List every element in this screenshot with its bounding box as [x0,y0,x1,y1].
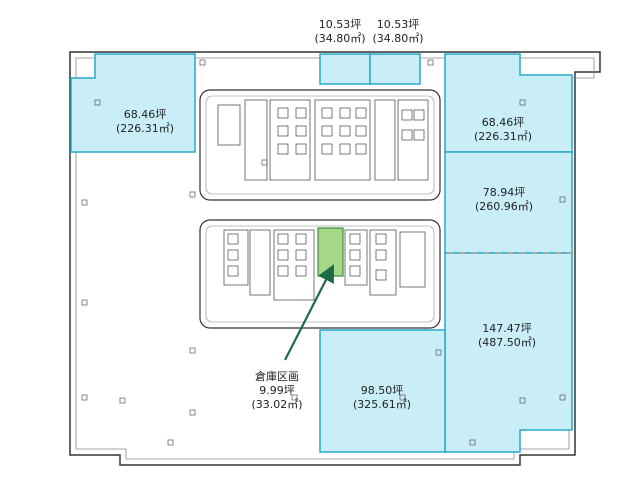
column [291,394,298,401]
toilet-fixture [349,233,361,245]
toilet-fixture [413,109,425,121]
column [261,159,268,166]
label-sqm: (226.31㎡) [473,130,533,143]
unit-right-middle[interactable] [444,151,573,254]
label-tsubo: 68.46坪 [481,116,525,129]
toilet-fixture [349,249,361,261]
label-sqm: (34.80㎡) [314,32,366,45]
column [94,99,101,106]
toilet-fixture [375,233,387,245]
toilet-fixture [295,125,307,137]
storage-arrow [284,264,335,361]
label-tsubo: 98.50坪 [360,384,404,397]
unit-bottom-center[interactable] [319,329,446,453]
label-sqm: (33.02㎡) [251,398,303,411]
label-sqm: (260.96㎡) [474,200,534,213]
unit-right-lower[interactable] [444,252,573,453]
toilet-fixtures [227,107,425,281]
core-upper-inner [205,95,435,195]
label-sqm: (34.80㎡) [372,32,424,45]
column [427,59,434,66]
toilet-fixture [339,143,351,155]
toilet-fixture [375,249,387,261]
toilet-fixture [375,269,387,281]
outer-wall [69,51,601,466]
toilet-fixture [277,233,289,245]
toilet-fixture [277,249,289,261]
toilet-fixture [227,265,239,277]
storage-title: 倉庫区画 [255,370,299,383]
toilet-fixture [413,129,425,141]
label-tsubo: 10.53坪 [318,18,362,31]
column [519,99,526,106]
toilet-fixture [295,249,307,261]
label-top-small-2: 10.53坪 (34.80㎡) [366,18,430,46]
label-sqm: (487.50㎡) [477,336,537,349]
toilet-fixture [321,107,333,119]
unit-top-left[interactable] [70,53,196,153]
label-bottom-center: 98.50坪 (325.61㎡) [341,384,423,412]
column [189,191,196,198]
toilet-fixture [339,107,351,119]
core-upper [199,89,441,201]
toilet-fixture [227,249,239,261]
toilet-fixture [277,143,289,155]
column [199,59,206,66]
column [119,397,126,404]
label-sqm: (226.31㎡) [115,122,175,135]
column [469,439,476,446]
label-top-right: 68.46坪 (226.31㎡) [462,116,544,144]
column [519,397,526,404]
inner-wall [75,57,595,460]
toilet-fixture [401,109,413,121]
toilet-fixture [349,265,361,277]
toilet-fixture [339,125,351,137]
column [81,199,88,206]
toilet-fixture [295,143,307,155]
label-right-lower: 147.47坪 (487.50㎡) [466,322,548,350]
core-lower [199,219,441,329]
toilet-fixture [321,143,333,155]
column [167,439,174,446]
column [81,299,88,306]
toilet-fixture [355,125,367,137]
column [559,394,566,401]
toilet-fixture [277,125,289,137]
label-storage: 倉庫区画 9.99坪 (33.02㎡) [236,370,318,412]
storage-area[interactable] [317,227,344,277]
toilet-fixture [295,233,307,245]
label-top-small-1: 10.53坪 (34.80㎡) [310,18,370,46]
toilet-fixture [321,125,333,137]
toilet-fixture [401,129,413,141]
column [435,349,442,356]
structural-columns [81,59,566,446]
label-tsubo: 9.99坪 [259,384,295,397]
toilet-fixture [295,265,307,277]
label-tsubo: 10.53坪 [376,18,420,31]
toilet-fixture [295,107,307,119]
unit-top-small-2[interactable] [369,53,421,85]
toilet-fixture [277,265,289,277]
toilet-fixture [277,107,289,119]
label-right-middle: 78.94坪 (260.96㎡) [463,186,545,214]
column [399,394,406,401]
toilet-fixture [227,233,239,245]
toilet-fixture [355,107,367,119]
label-tsubo: 78.94坪 [482,186,526,199]
toilet-fixture [355,143,367,155]
unit-top-small-1[interactable] [319,53,371,85]
label-sqm: (325.61㎡) [352,398,412,411]
label-tsubo: 68.46坪 [123,108,167,121]
label-top-left: 68.46坪 (226.31㎡) [105,108,185,136]
core-lower-rooms [223,229,426,301]
column [81,394,88,401]
column [559,196,566,203]
label-tsubo: 147.47坪 [482,322,532,335]
column [189,347,196,354]
column [189,409,196,416]
core-upper-rooms [217,99,429,181]
core-lower-inner [205,225,435,323]
